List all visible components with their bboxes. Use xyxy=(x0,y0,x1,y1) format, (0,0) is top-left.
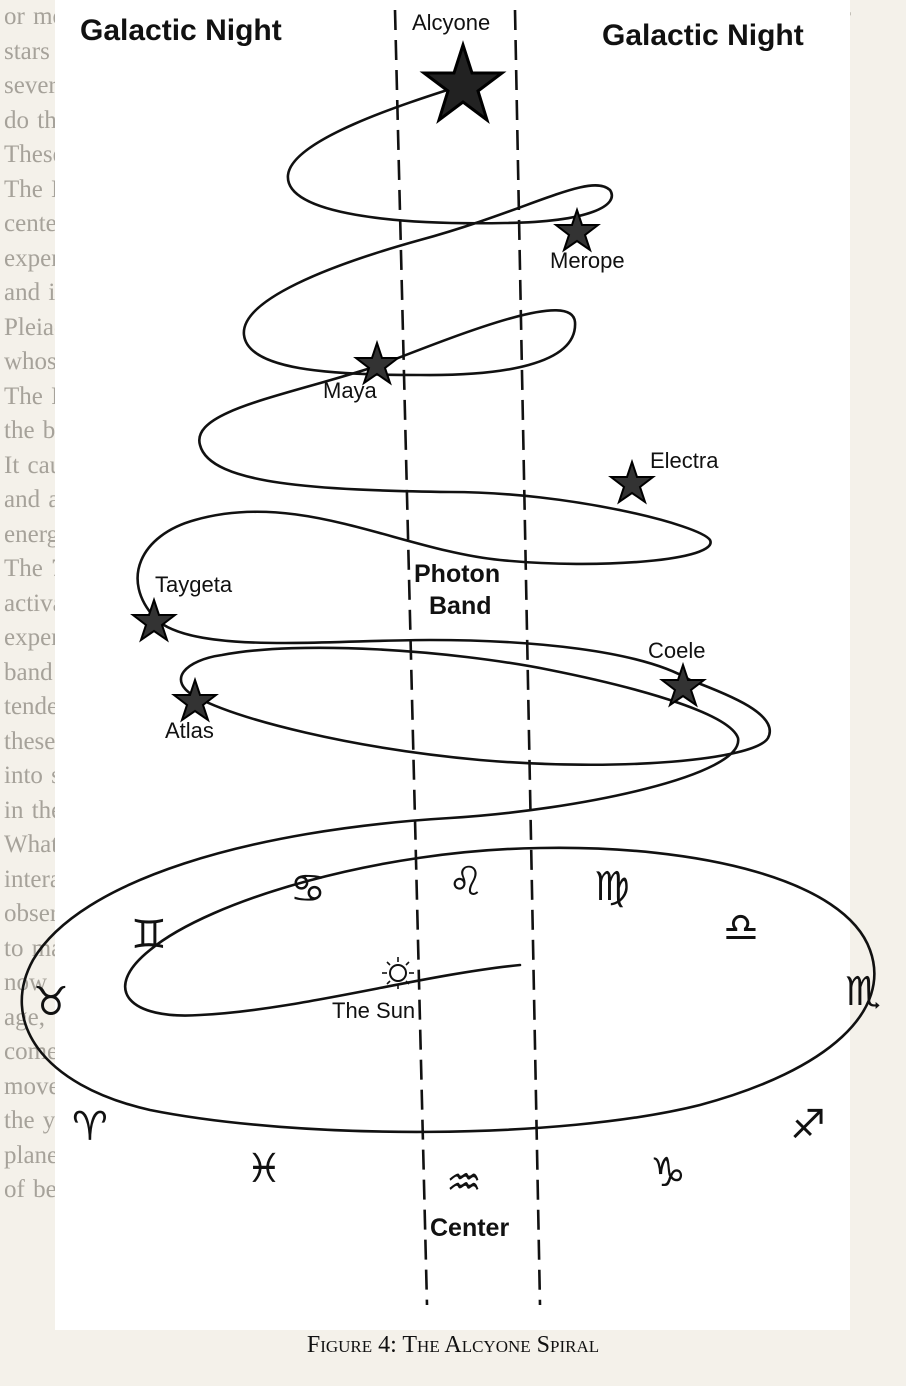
figure-caption: Figure 4: The Alcyone Spiral xyxy=(306,1332,600,1358)
star-label-electra: Electra xyxy=(650,448,719,473)
photon-band-label-line2: Band xyxy=(429,592,492,620)
band-labels: Photon Band Center xyxy=(414,560,509,1242)
taurus-icon: ♉ xyxy=(33,979,69,1025)
star-label-alcyone: Alcyone xyxy=(412,10,490,35)
star-label-merope: Merope xyxy=(550,248,625,273)
aries-icon: ♈ xyxy=(72,1104,108,1150)
the-sun: The Sun xyxy=(332,957,415,1023)
libra-icon: ♎ xyxy=(723,905,759,951)
titles: Galactic Night Galactic Night xyxy=(80,14,804,52)
star-label-coele: Coele xyxy=(648,638,705,663)
gemini-icon: ♊ xyxy=(131,912,167,958)
star-label-taygeta: Taygeta xyxy=(155,572,233,597)
photon-band-right-edge xyxy=(513,9,542,1306)
scorpio-icon: ♏ xyxy=(845,969,881,1015)
spiral-path xyxy=(20,83,876,1134)
photon-band-left-edge xyxy=(393,9,429,1306)
stars: Alcyone Merope Maya Electra Taygeta Coel… xyxy=(130,10,719,743)
star-coele: Coele xyxy=(648,638,707,708)
aquarius-icon: ♒ xyxy=(446,1160,482,1206)
sun-label: The Sun xyxy=(332,998,415,1023)
photon-band-label-line1: Photon xyxy=(414,560,500,588)
star-alcyone: Alcyone xyxy=(412,10,507,124)
cancer-icon: ♋ xyxy=(290,866,326,912)
star-electra: Electra xyxy=(608,448,719,505)
photon-band xyxy=(393,9,542,1306)
title-left: Galactic Night xyxy=(80,14,282,47)
title-right: Galactic Night xyxy=(602,19,804,52)
star-merope: Merope xyxy=(550,206,625,273)
sun-icon xyxy=(389,964,407,982)
star-taygeta: Taygeta xyxy=(130,572,233,643)
virgo-icon: ♍ xyxy=(594,864,630,910)
star-atlas: Atlas xyxy=(165,676,219,743)
diagram-backdrop xyxy=(55,0,850,1330)
star-label-maya: Maya xyxy=(323,378,378,403)
galactic-center-label: Center xyxy=(430,1214,509,1242)
star-maya: Maya xyxy=(323,339,401,403)
zodiac-signs: ♋ ♌ ♍ ♊ ♎ ♉ ♏ ♈ ♐ ♓ ♑ ♒ xyxy=(33,859,881,1206)
capricorn-icon: ♑ xyxy=(650,1150,686,1196)
sun-rays xyxy=(382,957,414,989)
star-label-atlas: Atlas xyxy=(165,718,214,743)
leo-icon: ♌ xyxy=(448,859,484,905)
sagittarius-icon: ♐ xyxy=(790,1102,826,1148)
pisces-icon: ♓ xyxy=(246,1146,282,1192)
